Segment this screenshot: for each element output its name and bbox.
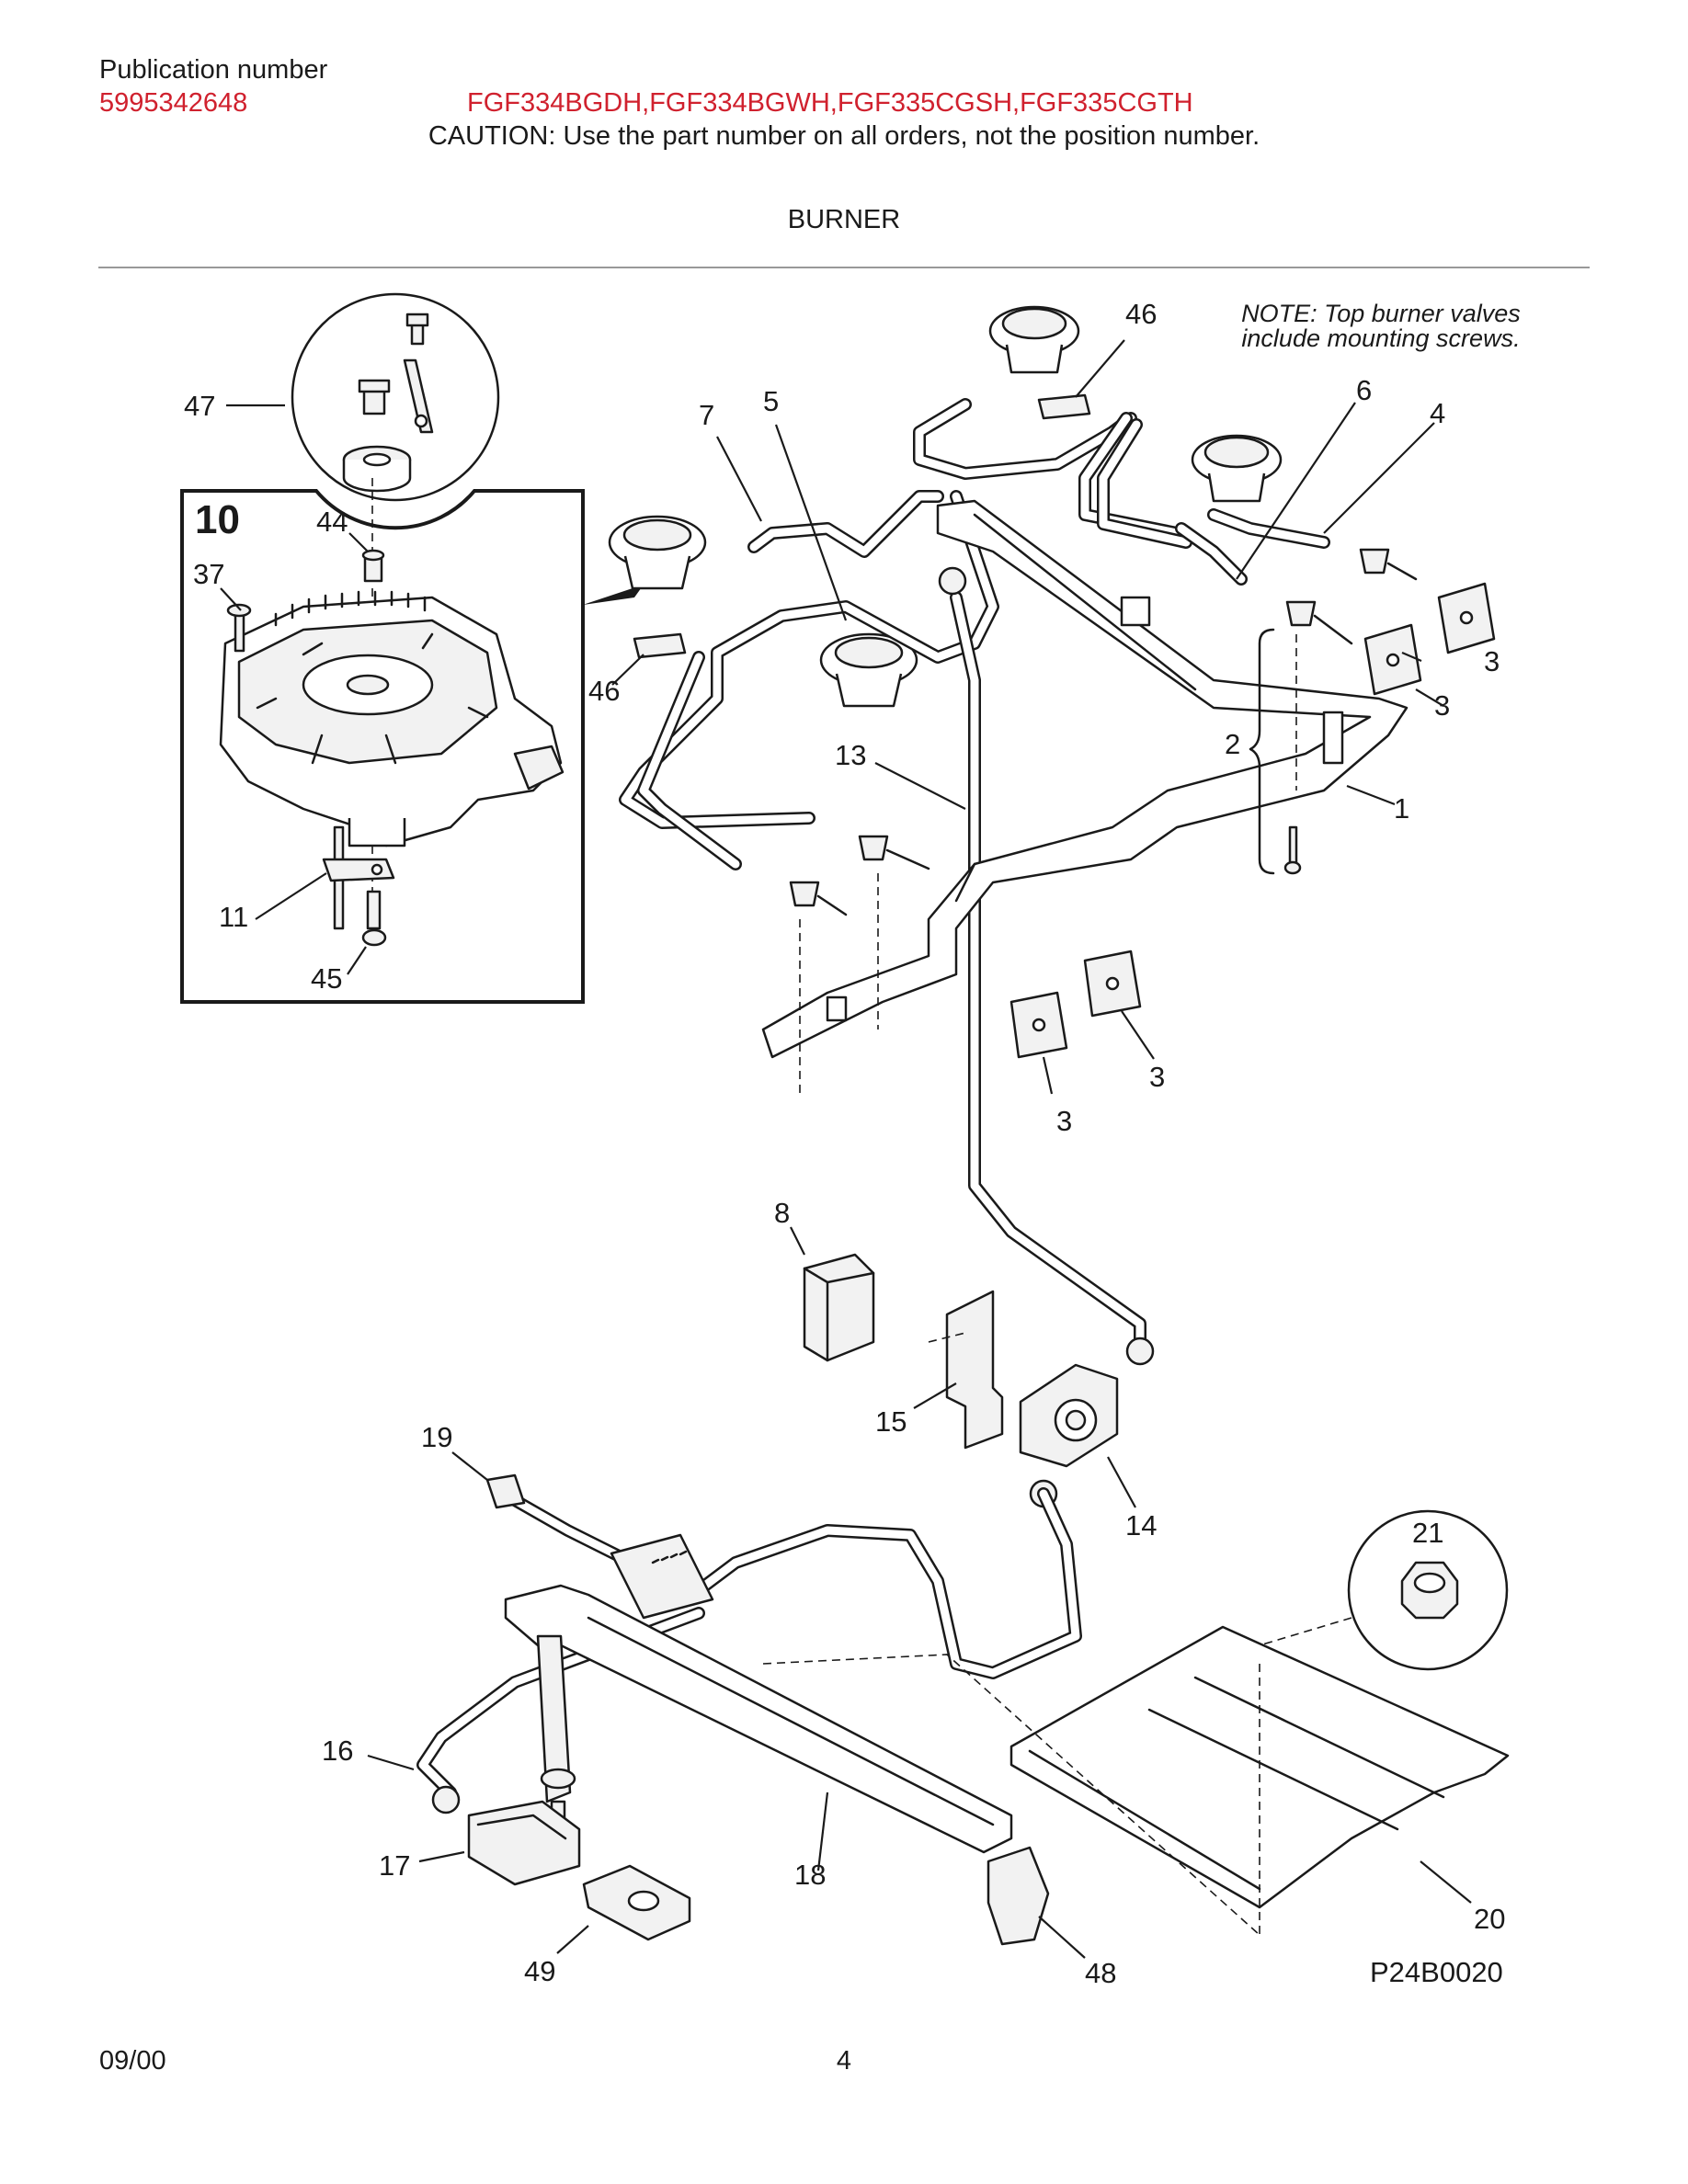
callout-16: 16 bbox=[322, 1735, 353, 1767]
model-numbers: FGF334BGDH,FGF334BGWH,FGF335CGSH,FGF335C… bbox=[467, 88, 1193, 118]
callout-3-c: 3 bbox=[1149, 1061, 1165, 1093]
callout-44: 44 bbox=[316, 506, 348, 538]
supply-tube bbox=[416, 1487, 1082, 1799]
callout-1: 1 bbox=[1394, 792, 1409, 825]
inset-circle-21 bbox=[1259, 1509, 1509, 1671]
callout-47: 47 bbox=[184, 390, 215, 422]
clip-46-left bbox=[633, 632, 687, 659]
callout-7: 7 bbox=[699, 399, 714, 431]
callout-11: 11 bbox=[219, 901, 248, 933]
inset-circle-47 bbox=[291, 292, 500, 502]
inset-box-10 bbox=[180, 478, 585, 1004]
screw-2 bbox=[1283, 825, 1302, 875]
callout-46-top: 46 bbox=[1125, 298, 1157, 330]
callout-19: 19 bbox=[421, 1421, 452, 1453]
callout-20: 20 bbox=[1474, 1903, 1505, 1935]
callout-3-a: 3 bbox=[1484, 645, 1500, 677]
page-number: 4 bbox=[836, 2046, 852, 2076]
baffle-20 bbox=[762, 1625, 1510, 1939]
callout-46-left: 46 bbox=[588, 675, 620, 707]
callout-17: 17 bbox=[379, 1849, 410, 1882]
spark-module-8 bbox=[803, 1253, 875, 1362]
tube-fitting-16 bbox=[431, 1785, 461, 1814]
callout-18: 18 bbox=[794, 1859, 826, 1891]
pressure-regulator-14 bbox=[1019, 1337, 1155, 1508]
manifold-pipe-13 bbox=[938, 566, 1146, 1358]
callout-3-d: 3 bbox=[1056, 1105, 1072, 1137]
callout-6: 6 bbox=[1356, 374, 1372, 406]
callout-5: 5 bbox=[763, 385, 779, 417]
callout-2: 2 bbox=[1225, 728, 1240, 760]
diagram-code: P24B0020 bbox=[1370, 1956, 1503, 1988]
callout-21: 21 bbox=[1412, 1517, 1443, 1549]
section-title: BURNER bbox=[787, 205, 901, 234]
burner-head-rear-right bbox=[1191, 434, 1283, 503]
igniter-19 bbox=[485, 1473, 714, 1620]
publication-number: 5995342648 bbox=[99, 88, 248, 118]
note-line-1: NOTE: Top burner valves bbox=[1241, 300, 1521, 327]
note-line-2: include mounting screws. bbox=[1241, 324, 1520, 352]
header-divider bbox=[98, 267, 1590, 268]
callout-3-b: 3 bbox=[1434, 689, 1450, 722]
footer-date: 09/00 bbox=[99, 2046, 166, 2076]
burner-support-frame-1 bbox=[761, 499, 1409, 1059]
publication-label: Publication number bbox=[99, 55, 328, 85]
callout-labels: 47 44 37 11 45 7 5 46 46 6 4 3 3 2 1 13 … bbox=[184, 298, 1505, 1989]
caution-text: CAUTION: Use the part number on all orde… bbox=[428, 121, 1260, 151]
callout-13: 13 bbox=[835, 739, 866, 771]
callout-49: 49 bbox=[524, 1955, 555, 1987]
callout-45: 45 bbox=[311, 962, 342, 995]
gas-tubing bbox=[619, 398, 1330, 870]
spring-clips-3 bbox=[1009, 582, 1496, 1059]
inset-pointer-arrow bbox=[583, 585, 644, 605]
inset-number: 10 bbox=[195, 497, 240, 542]
callout-15: 15 bbox=[875, 1405, 907, 1438]
leader-lines bbox=[220, 339, 1472, 1959]
callout-37: 37 bbox=[193, 558, 224, 590]
orifice-holders bbox=[789, 548, 1418, 1094]
callout-8: 8 bbox=[774, 1197, 790, 1229]
heat-shield-49 bbox=[582, 1864, 691, 1941]
burner-head-front-right bbox=[819, 632, 918, 708]
brace-2 bbox=[1249, 628, 1275, 875]
callout-4: 4 bbox=[1430, 397, 1445, 429]
callout-14: 14 bbox=[1125, 1509, 1157, 1541]
burner-head-front-left bbox=[608, 515, 707, 590]
top-burner-heads bbox=[608, 305, 1283, 708]
oven-burner-18 bbox=[504, 1584, 1013, 1854]
clip-46-top bbox=[1037, 393, 1091, 420]
bracket-15 bbox=[945, 1290, 1004, 1450]
burner-head-rear-left bbox=[988, 305, 1080, 374]
safety-valve-17 bbox=[467, 1800, 581, 1886]
callout-48: 48 bbox=[1085, 1957, 1116, 1989]
bracket-48 bbox=[987, 1846, 1050, 1946]
